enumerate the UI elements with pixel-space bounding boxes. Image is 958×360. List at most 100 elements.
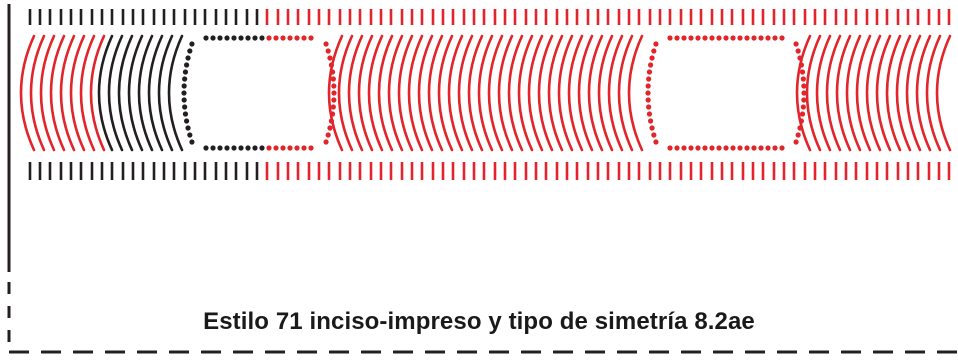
arc-stroke (79, 34, 96, 152)
arc-stroke (895, 34, 912, 152)
arc-stroke (377, 34, 394, 152)
dot (183, 118, 190, 124)
arc-stroke (417, 34, 434, 152)
dot (210, 35, 216, 41)
dot (259, 145, 265, 151)
dot (327, 55, 333, 61)
dot (765, 35, 771, 41)
dot (189, 41, 195, 47)
dashed-frame (7, 4, 958, 354)
dot (709, 35, 715, 41)
dot (181, 97, 187, 103)
dot (273, 35, 279, 41)
dot (716, 35, 722, 41)
arc-stroke (527, 34, 544, 152)
dot (667, 145, 673, 151)
dot (744, 35, 750, 41)
dot (328, 118, 335, 124)
dot (231, 145, 237, 151)
dot (730, 35, 736, 41)
dot (800, 104, 806, 110)
dot (797, 55, 803, 61)
arc-stroke (357, 34, 374, 152)
arc-stroke (127, 34, 144, 152)
dot (182, 104, 188, 110)
dot (795, 132, 801, 138)
arc-stroke (49, 34, 66, 152)
dot (647, 62, 654, 68)
dot (688, 145, 694, 151)
dot (331, 90, 337, 96)
dot (259, 35, 265, 41)
arc-stroke (477, 34, 494, 152)
dot (245, 145, 251, 151)
dot (681, 35, 687, 41)
arc-stroke (347, 34, 364, 152)
dot (217, 145, 223, 151)
arc-stroke (167, 34, 184, 152)
arc-stroke (845, 34, 862, 152)
arc-stroke (467, 34, 484, 152)
dot (709, 145, 715, 151)
dot (779, 145, 785, 151)
dot (793, 139, 799, 145)
dot (674, 145, 680, 151)
arc-stroke (567, 34, 584, 152)
dot (217, 35, 223, 41)
dot (266, 35, 272, 41)
dot (325, 132, 331, 138)
arc-stroke (557, 34, 574, 152)
top-tick-row (28, 9, 951, 25)
arc-stroke (107, 34, 124, 152)
bottom-tick-row (28, 162, 951, 180)
dot (327, 125, 333, 131)
dot (231, 35, 237, 41)
dot (758, 35, 764, 41)
dot (224, 35, 230, 41)
dot (224, 145, 230, 151)
arc-stroke (825, 34, 842, 152)
arc-stroke (597, 34, 614, 152)
arc-stroke (547, 34, 564, 152)
dot (702, 145, 708, 151)
dot (646, 111, 653, 117)
dot (744, 145, 750, 151)
dot (651, 132, 657, 138)
arc-stroke (29, 34, 46, 152)
arc-stroke (457, 34, 474, 152)
dot (203, 35, 209, 41)
dot (182, 76, 188, 82)
arc-stroke (497, 34, 514, 152)
dot (238, 145, 244, 151)
dot (331, 83, 337, 89)
dot (681, 145, 687, 151)
dot (273, 145, 279, 151)
arc-stroke (865, 34, 882, 152)
dot (187, 132, 193, 138)
arc-stroke (855, 34, 872, 152)
dot (646, 69, 653, 75)
dot (308, 145, 314, 151)
arc-stroke (427, 34, 444, 152)
dot (737, 145, 743, 151)
arc-stroke (835, 34, 852, 152)
dot (723, 145, 729, 151)
arc-stroke (577, 34, 594, 152)
arc-stroke (19, 34, 36, 152)
dot (645, 90, 651, 96)
dot (793, 41, 799, 47)
dot (287, 35, 293, 41)
dot (695, 35, 701, 41)
dot (799, 111, 806, 117)
dot (801, 90, 807, 96)
arc-stroke (147, 34, 164, 152)
arc-stroke (875, 34, 892, 152)
dot (798, 62, 805, 68)
dot (646, 104, 652, 110)
dot (301, 35, 307, 41)
arc-stroke (885, 34, 902, 152)
dot (189, 139, 195, 145)
dot (323, 41, 329, 47)
dot (795, 48, 801, 54)
arc-stroke (387, 34, 404, 152)
